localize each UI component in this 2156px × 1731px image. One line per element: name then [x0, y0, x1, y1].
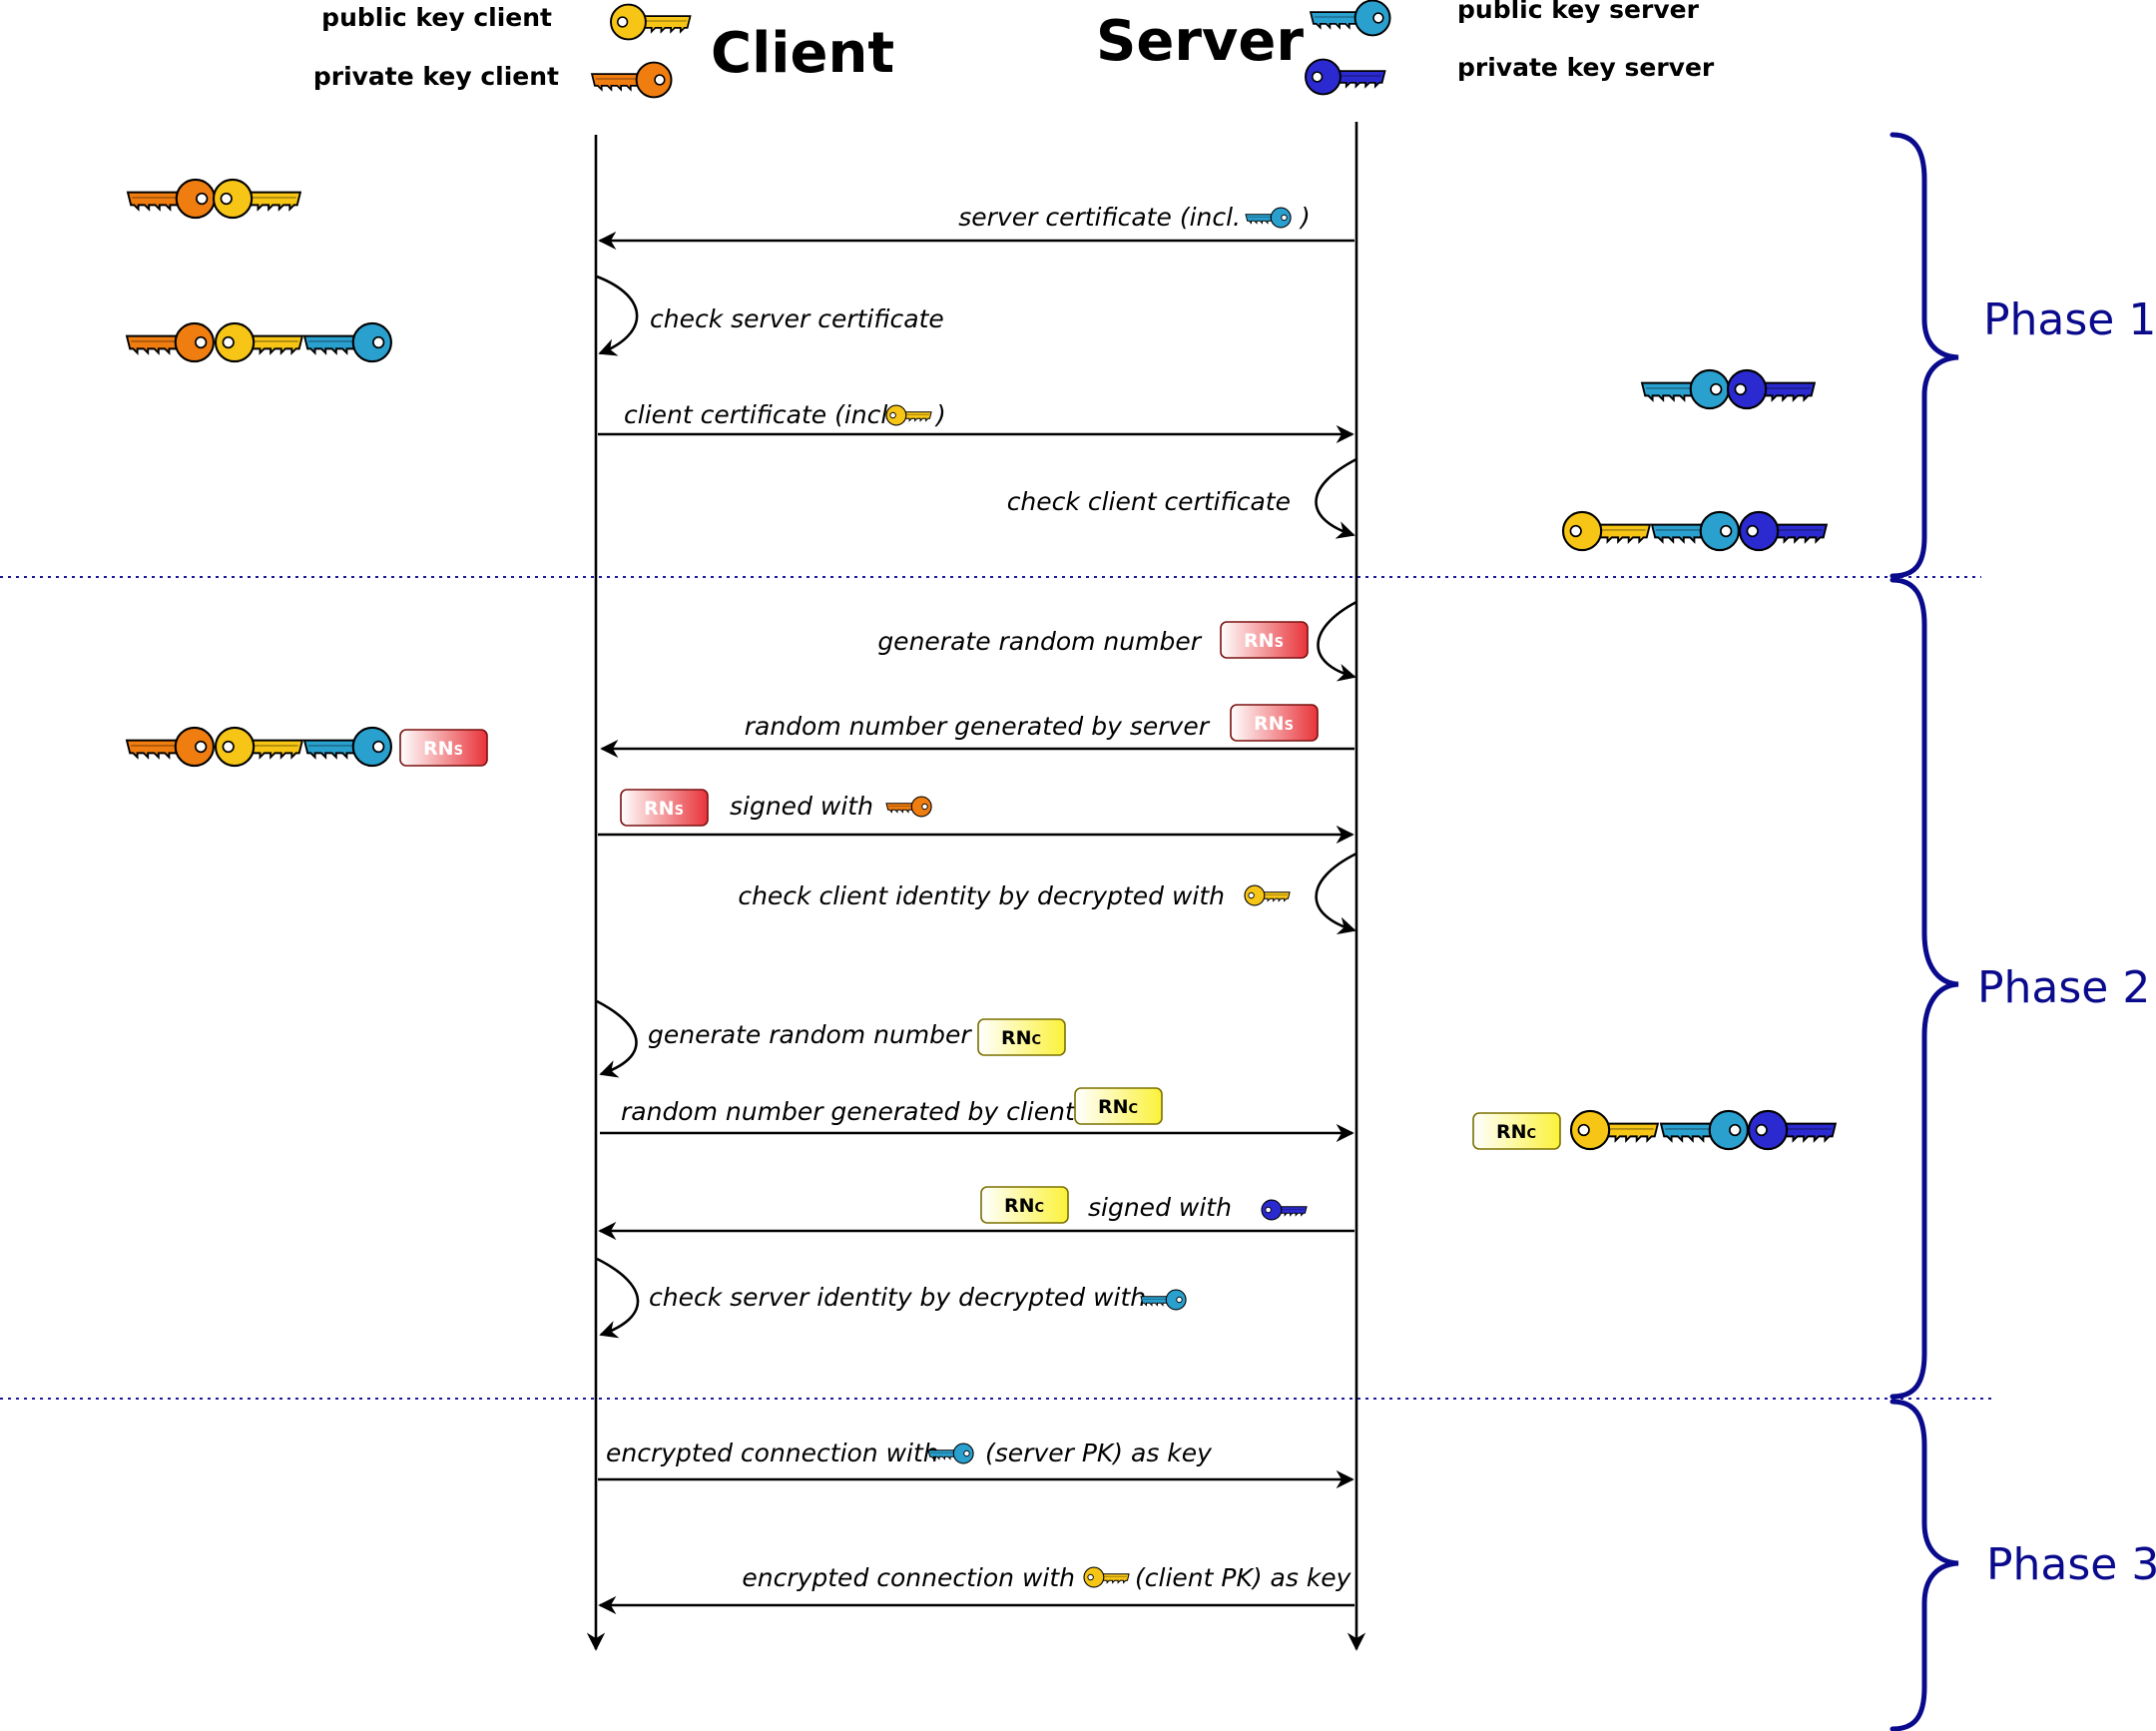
key-icon-public-server-inline	[1140, 1289, 1187, 1311]
legend-private-key-server: private key server	[1457, 53, 1715, 82]
key-icon-private-client	[125, 726, 215, 768]
key-icon-private-client-legend	[591, 61, 673, 99]
key-icon-public-client	[1561, 510, 1651, 552]
msg-server-certificate-close: )	[1299, 203, 1311, 232]
svg-text:RNS: RNS	[644, 798, 684, 820]
msg-client-certificate-label: client certificate (incl.	[624, 400, 895, 429]
svg-text:RNC: RNC	[1496, 1121, 1536, 1143]
msg-check-server-identity: check server identity by decrypted with	[649, 1283, 1146, 1312]
client-keyring-3: RNS	[125, 726, 488, 768]
svg-text:RNS: RNS	[423, 738, 463, 760]
key-icon-public-server	[1659, 1109, 1749, 1151]
self-client-generate-random-arrow	[596, 999, 638, 1078]
rn-server-token: RNS	[620, 789, 709, 827]
client-keyring-2	[125, 321, 392, 363]
svg-text:RNC: RNC	[1004, 1195, 1044, 1217]
msg-check-client-identity: check client identity by decrypted with	[738, 881, 1225, 910]
key-icon-public-server	[1650, 510, 1740, 552]
legend-public-key-server: public key server	[1457, 0, 1700, 24]
msg-random-by-server: random number generated by server	[745, 712, 1211, 741]
phase-2-brace	[1889, 577, 1959, 1400]
rn-server-token: RNS	[399, 729, 488, 767]
key-icon-private-server	[1747, 1109, 1837, 1151]
phase-3-label: Phase 3	[1986, 1539, 2156, 1590]
key-icon-private-server-inline	[1261, 1199, 1308, 1221]
rn-server-token: RNS	[1230, 704, 1319, 742]
key-icon-public-client-inline	[1244, 884, 1291, 906]
key-icon-public-client-inline	[1083, 1566, 1130, 1588]
msg-encrypted-with-client-pk-suffix: (client PK) as key	[1135, 1563, 1352, 1592]
key-icon-public-server-inline	[1245, 207, 1292, 229]
rn-client-token: RNC	[1472, 1112, 1561, 1150]
rn-client-token: RNC	[1074, 1087, 1163, 1125]
self-check-client-certificate-arrow	[1315, 457, 1357, 539]
key-icon-public-server	[1640, 368, 1730, 410]
server-keyring-3: RNC	[1472, 1109, 1837, 1151]
key-icon-public-client	[214, 321, 303, 363]
server-keyring-2	[1561, 510, 1828, 552]
self-check-client-identity-arrow	[1315, 852, 1357, 935]
key-icon-public-server	[302, 321, 392, 363]
msg-server-certificate-label: server certificate (incl.	[958, 203, 1241, 232]
self-check-server-identity-arrow	[596, 1257, 640, 1339]
msg-random-by-client: random number generated by client	[621, 1097, 1076, 1126]
svg-text:RNS: RNS	[1254, 713, 1294, 735]
client-keyring-1	[126, 178, 301, 220]
msg-server-generate-random: generate random number	[877, 627, 1202, 656]
svg-text:RNC: RNC	[1001, 1027, 1041, 1049]
rn-client-token: RNC	[980, 1186, 1069, 1224]
msg-encrypted-with-server-pk-suffix: (server PK) as key	[985, 1439, 1213, 1467]
key-icon-public-client	[212, 178, 301, 220]
msg-signed-with-client-key: signed with	[730, 792, 873, 821]
phase-2-label: Phase 2	[1977, 962, 2150, 1013]
svg-text:RNC: RNC	[1098, 1096, 1138, 1118]
rn-server-token: RNS	[1220, 621, 1309, 659]
key-icon-private-server	[1738, 510, 1828, 552]
server-title: Server	[1096, 9, 1304, 74]
key-icon-private-client-inline	[885, 796, 932, 818]
msg-encrypted-with-client-pk-label: encrypted connection with	[742, 1563, 1075, 1592]
legend-public-key-client: public key client	[321, 3, 552, 32]
key-icon-private-client	[125, 321, 215, 363]
legend-private-key-client: private key client	[313, 62, 559, 91]
key-icon-public-client	[214, 726, 303, 768]
key-icon-private-client	[126, 178, 216, 220]
self-check-server-certificate-arrow	[596, 275, 639, 356]
rn-client-token: RNC	[977, 1018, 1066, 1056]
self-server-generate-random-arrow	[1317, 600, 1357, 682]
client-title: Client	[711, 21, 894, 86]
svg-text:RNS: RNS	[1244, 630, 1284, 652]
phase-1-brace	[1889, 132, 1959, 579]
msg-check-server-certificate: check server certificate	[650, 304, 944, 333]
key-icon-private-server	[1726, 368, 1816, 410]
msg-client-generate-random: generate random number	[648, 1020, 972, 1049]
msg-encrypted-with-server-pk-label: encrypted connection with	[606, 1439, 939, 1467]
key-icon-public-client	[1569, 1109, 1659, 1151]
phase-1-label: Phase 1	[1983, 294, 2156, 345]
key-icon-public-server	[302, 726, 392, 768]
msg-signed-with-server-key: signed with	[1088, 1193, 1232, 1222]
phase-3-brace	[1889, 1399, 1959, 1731]
msg-check-client-certificate: check client certificate	[1007, 487, 1291, 516]
key-icon-public-client-legend	[610, 3, 692, 41]
server-keyring-1	[1640, 368, 1816, 410]
key-icon-public-server-legend	[1310, 0, 1391, 37]
msg-client-certificate-close: )	[934, 400, 946, 429]
key-icon-private-server-legend	[1305, 58, 1386, 96]
key-icon-public-client-inline	[885, 404, 932, 426]
